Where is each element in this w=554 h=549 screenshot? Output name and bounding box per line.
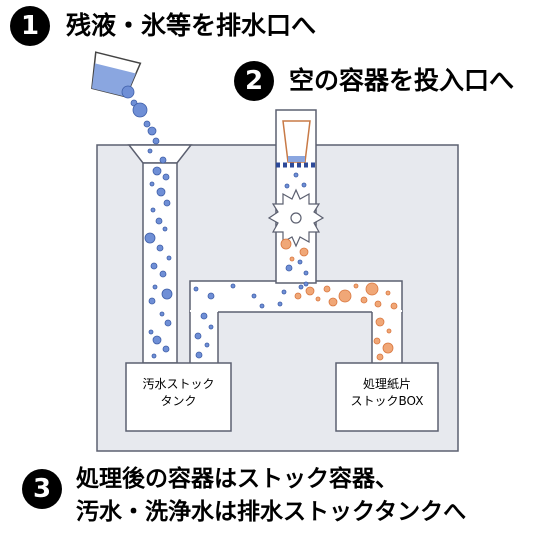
- liquid-drop-15: [162, 226, 168, 232]
- liquid-drop-26: [148, 329, 154, 335]
- liquid-drop-6: [147, 148, 153, 154]
- liquid-drop-16: [144, 232, 156, 244]
- liquid-drop-29: [151, 353, 157, 359]
- liquid-drop-4: [147, 126, 157, 136]
- liquid-drop-11: [156, 187, 166, 197]
- liquid-drop-20: [159, 270, 167, 278]
- liquid-drop-37: [200, 312, 208, 320]
- liquid-drop-32: [230, 283, 236, 289]
- step-2-number: 2: [234, 61, 274, 101]
- step-2: 2 空の容器を投入口へ: [234, 61, 514, 101]
- step-1-number: 1: [10, 6, 50, 46]
- paper-fragment-10: [360, 296, 368, 304]
- liquid-drop-13: [150, 207, 156, 213]
- liquid-drop-48: [298, 284, 304, 290]
- liquid-drop-31: [207, 292, 215, 300]
- liquid-drop-19: [150, 262, 158, 270]
- step-3: 3 処理後の容器はストック容器、 汚水・洗浄水は排水ストックタンクへ: [22, 463, 466, 529]
- step-1-text: 残液・氷等を排水口へ: [66, 11, 317, 40]
- liquid-drop-8: [152, 166, 162, 176]
- paper-fragment-18: [382, 342, 394, 354]
- liquid-drop-17: [156, 244, 164, 252]
- liquid-drop-35: [277, 301, 283, 307]
- paper-fragment-0: [280, 238, 292, 250]
- step-3-line1: 処理後の容器はストック容器、: [76, 466, 398, 492]
- liquid-drop-33: [251, 293, 257, 299]
- liquid-drop-30: [193, 286, 199, 292]
- liquid-drop-5: [152, 137, 160, 145]
- liquid-drop-46: [285, 264, 293, 272]
- liquid-drop-47: [303, 270, 309, 276]
- liquid-drop-39: [194, 332, 202, 340]
- liquid-drop-27: [152, 335, 162, 345]
- liquid-drop-10: [149, 181, 155, 187]
- right-down-pipe: [372, 310, 402, 363]
- liquid-drop-43: [301, 182, 307, 188]
- wastewater-tank-label: 汚水ストック タンク: [126, 376, 231, 410]
- paper-fragments: [280, 238, 398, 361]
- cup-in-chute: [282, 120, 311, 163]
- liquid-drop-36: [303, 281, 309, 287]
- liquid-drop-25: [164, 319, 172, 327]
- liquid-drop-44: [284, 183, 290, 189]
- paper-fragment-8: [338, 289, 352, 303]
- liquid-drop-45: [297, 259, 303, 265]
- wastewater-tank-label-line2: タンク: [160, 394, 197, 408]
- liquid-drop-23: [148, 297, 156, 305]
- paper-fragment-19: [376, 353, 384, 361]
- wastewater-tank: [125, 362, 232, 432]
- step-1: 1 残液・氷等を排水口へ: [10, 6, 316, 46]
- liquid-drop-2: [132, 102, 148, 118]
- paper-fragment-6: [323, 285, 331, 293]
- shredder-gear-hub: [290, 212, 302, 224]
- paper-box-label-line2: ストックBOX: [350, 394, 424, 408]
- step-2-text: 空の容器を投入口へ: [289, 66, 515, 95]
- liquid-drop-12: [163, 199, 171, 207]
- liquid-drop-49: [281, 289, 287, 295]
- paper-fragment-7: [328, 297, 338, 307]
- paper-fragment-15: [375, 317, 385, 327]
- liquid-drop-3: [143, 120, 151, 128]
- paper-fragment-2: [289, 256, 295, 262]
- paper-fragment-16: [386, 328, 392, 334]
- paper-stock-box: [335, 362, 439, 432]
- liquid-drop-41: [195, 351, 203, 359]
- liquid-drop-38: [208, 324, 214, 330]
- liquid-drops: [121, 85, 309, 359]
- paper-fragment-14: [390, 302, 398, 310]
- liquid-drop-21: [152, 284, 158, 290]
- paper-fragment-5: [315, 296, 321, 302]
- paper-fragment-12: [374, 300, 382, 308]
- paper-fragment-17: [373, 337, 381, 345]
- paper-fragment-1: [299, 247, 309, 257]
- wastewater-tank-label-line1: 汚水ストック: [142, 377, 215, 391]
- liquid-drop-22: [161, 288, 173, 300]
- liquid-drop-42: [293, 172, 299, 178]
- liquid-drop-28: [162, 345, 170, 353]
- liquid-drop-18: [166, 255, 172, 261]
- paper-fragment-4: [305, 286, 315, 296]
- liquid-drop-34: [259, 303, 265, 309]
- liquid-drop-0: [121, 85, 135, 99]
- paper-fragment-11: [365, 282, 379, 296]
- liquid-drop-24: [159, 311, 165, 317]
- paper-fragment-3: [294, 292, 302, 300]
- step-3-text: 処理後の容器はストック容器、 汚水・洗浄水は排水ストックタンクへ: [76, 463, 466, 529]
- paper-box-label-line1: 処理紙片: [362, 377, 411, 391]
- cup-in-chute-liquid: [288, 156, 305, 162]
- paper-fragment-13: [385, 290, 391, 296]
- paper-box-label: 処理紙片 ストックBOX: [336, 376, 438, 410]
- liquid-drop-7: [159, 156, 167, 164]
- paper-fragment-9: [353, 283, 359, 289]
- liquid-drop-40: [204, 342, 210, 348]
- step-3-line2: 汚水・洗浄水は排水ストックタンクへ: [76, 499, 467, 525]
- step-3-number: 3: [22, 469, 62, 509]
- liquid-drop-9: [162, 173, 170, 181]
- liquid-drop-14: [155, 217, 163, 225]
